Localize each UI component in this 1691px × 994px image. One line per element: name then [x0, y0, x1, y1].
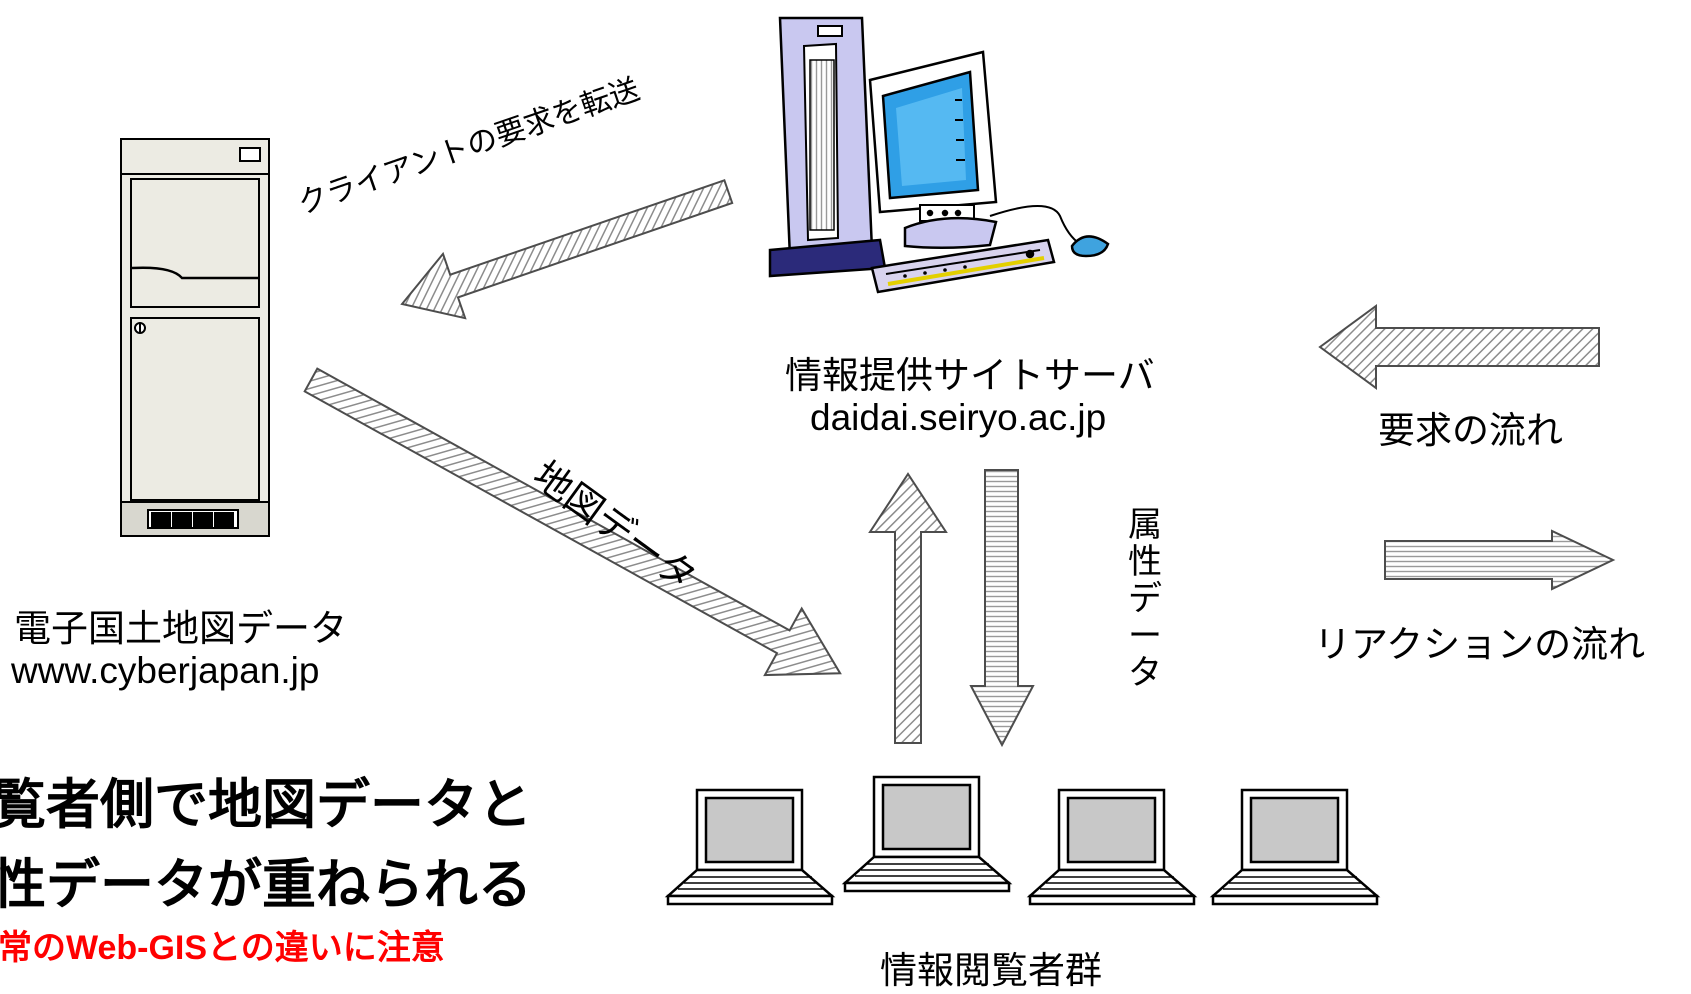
forward-request-arrow [400, 179, 734, 320]
laptop-icon [1211, 788, 1379, 906]
caption-line-1: 覧者側で地図データと [0, 773, 532, 836]
laptop-icon [1028, 788, 1196, 906]
laptop-icon [843, 775, 1011, 893]
info-server-host: daidai.seiryo.ac.jp [810, 397, 1107, 438]
map-data-arrow [303, 367, 842, 677]
info-server-name: 情報提供サイトサーバ [785, 354, 1155, 397]
desktop-computer-icon [768, 16, 1110, 294]
legend-reaction-label: リアクションの流れ [1314, 623, 1646, 666]
viewers-label: 情報閲覧者群 [880, 949, 1102, 992]
map-server-host: www.cyberjapan.jp [11, 650, 320, 691]
request-up-arrow [868, 472, 948, 744]
viewer-laptops [664, 775, 1379, 906]
legend-request-label: 要求の流れ [1378, 409, 1563, 452]
attribute-data-arrow [969, 469, 1035, 748]
legend-request-arrow [1318, 304, 1600, 390]
caption-note: 常のWeb-GISとの違いに注意 [0, 929, 445, 967]
server-cabinet-icon [120, 138, 270, 537]
laptop-icon [664, 788, 836, 906]
caption-line-2: 性データが重ねられる [0, 853, 532, 916]
attribute-data-label: 属性データ [1128, 505, 1162, 693]
map-server-name: 電子国土地図データ [14, 607, 347, 650]
legend-reaction-arrow [1384, 529, 1616, 591]
